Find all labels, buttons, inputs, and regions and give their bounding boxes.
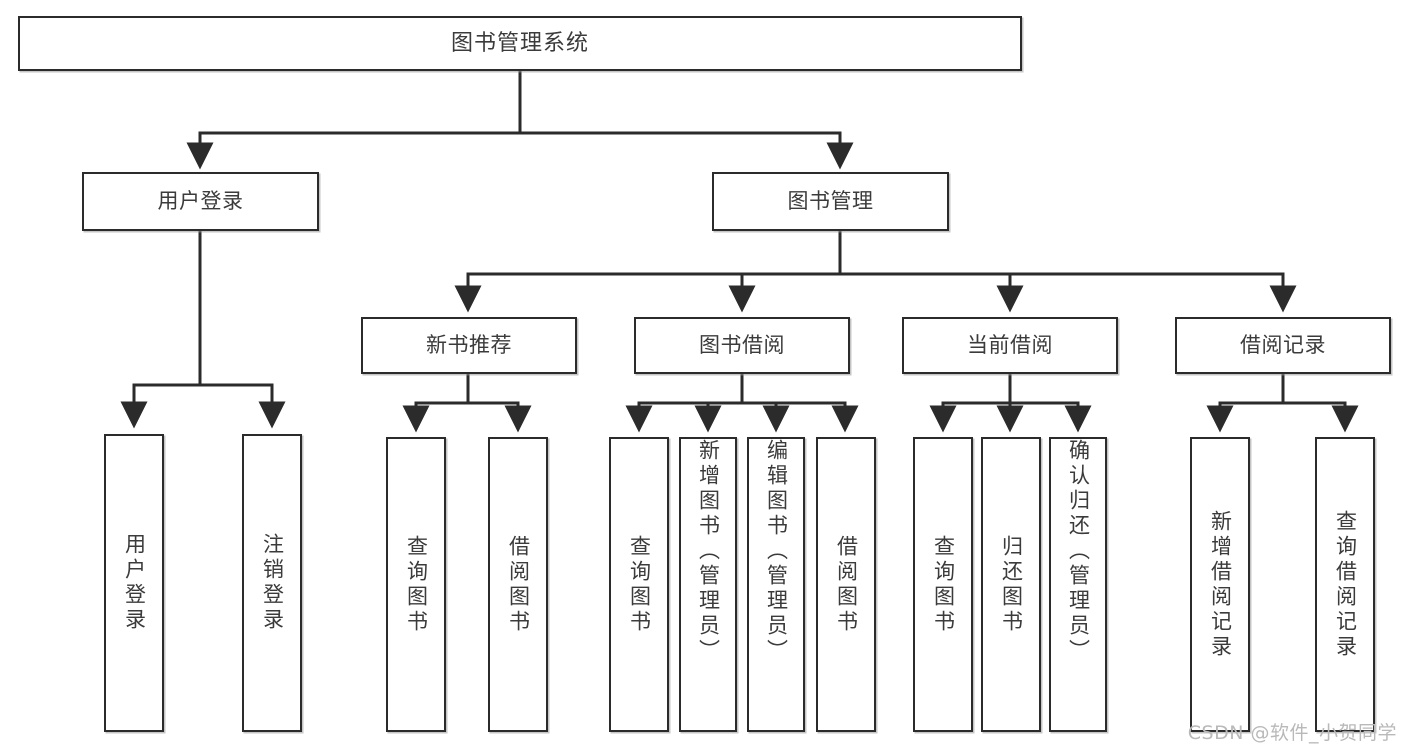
node-label: 借阅图书 [834,534,859,635]
node-label: 新增借阅记录 [1208,509,1233,660]
node-leaf-record-add-record[interactable]: 新增借阅记录 [1190,437,1250,732]
node-label: 借阅记录 [1240,333,1326,358]
node-label: 新书推荐 [426,333,512,358]
node-leaf-borrow-add-book-admin[interactable]: 新增图书（管理员） [679,437,737,732]
csdn-watermark: CSDN @软件_小贺同学 [1187,722,1397,744]
node-label: 编辑图书（管理员） [764,439,789,664]
node-leaf-current-query-book[interactable]: 查询图书 [913,437,973,732]
node-leaf-user-login-login[interactable]: 用户登录 [104,434,164,732]
node-label: 图书借阅 [699,333,785,358]
node-leaf-current-return-book[interactable]: 归还图书 [981,437,1041,732]
node-new-book-recommend[interactable]: 新书推荐 [361,317,577,374]
node-borrow-record[interactable]: 借阅记录 [1175,317,1391,374]
node-label: 图书管理 [787,189,874,214]
node-leaf-borrow-borrow-book[interactable]: 借阅图书 [816,437,876,732]
node-label: 当前借阅 [967,333,1053,358]
node-root-book-management-system[interactable]: 图书管理系统 [18,16,1022,71]
node-leaf-record-query-record[interactable]: 查询借阅记录 [1315,437,1375,732]
node-label: 查询图书 [627,534,652,635]
node-label: 确认归还（管理员） [1066,439,1091,664]
node-label: 查询图书 [931,534,956,635]
node-book-borrow[interactable]: 图书借阅 [634,317,850,374]
node-leaf-borrow-query-book[interactable]: 查询图书 [609,437,669,732]
node-label: 用户登录 [122,533,147,633]
node-label: 用户登录 [157,189,244,214]
node-leaf-newbook-borrow-book[interactable]: 借阅图书 [488,437,548,732]
node-current-borrow[interactable]: 当前借阅 [902,317,1118,374]
node-label: 图书管理系统 [450,30,589,56]
node-book-management[interactable]: 图书管理 [712,172,949,231]
node-leaf-newbook-query-book[interactable]: 查询图书 [386,437,446,732]
node-leaf-current-confirm-return-admin[interactable]: 确认归还（管理员） [1049,437,1107,732]
node-label: 注销登录 [260,533,285,633]
node-leaf-borrow-edit-book-admin[interactable]: 编辑图书（管理员） [747,437,805,732]
node-label: 查询图书 [404,534,429,635]
node-label: 查询借阅记录 [1333,509,1358,660]
node-leaf-user-login-logout[interactable]: 注销登录 [242,434,302,732]
node-label: 借阅图书 [506,534,531,635]
node-label: 归还图书 [999,534,1024,635]
node-user-login[interactable]: 用户登录 [82,172,319,231]
node-label: 新增图书（管理员） [696,439,721,664]
